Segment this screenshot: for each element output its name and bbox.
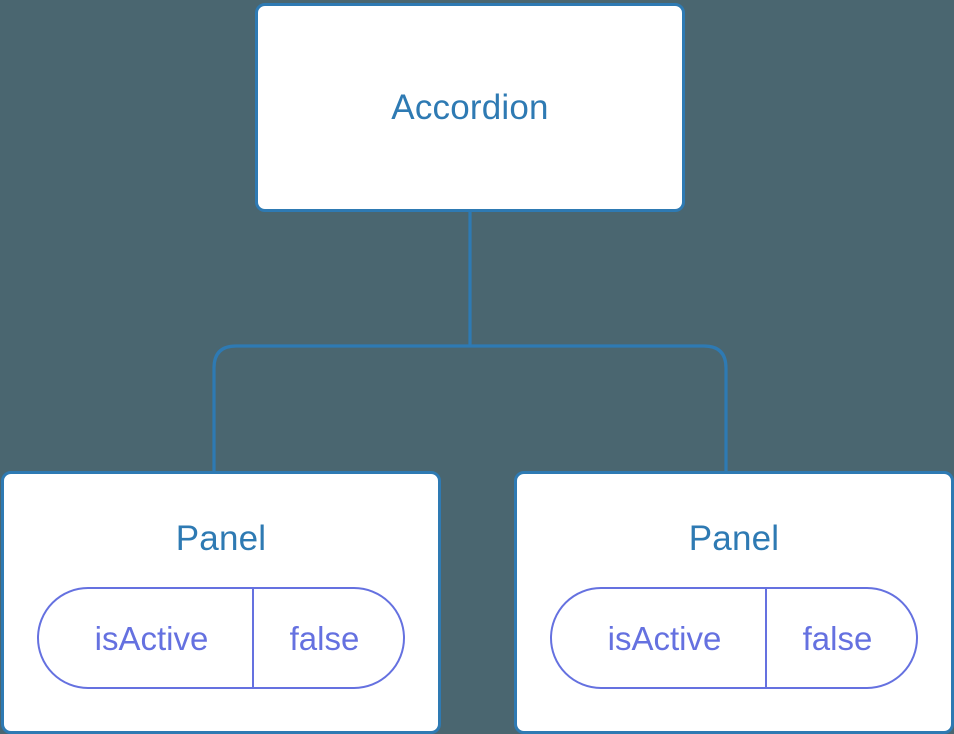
state-badge-value: false	[765, 589, 916, 687]
state-badge-key: isActive	[94, 619, 209, 657]
state-badge-panel-1[interactable]: isActive false	[37, 587, 405, 689]
connector-branch-right	[470, 344, 728, 474]
node-panel-1-label: Panel	[175, 519, 267, 558]
node-panel-2-label: Panel	[688, 519, 780, 558]
state-badge-panel-2[interactable]: isActive false	[550, 587, 918, 689]
node-panel-1[interactable]: Panel isActive false	[1, 471, 441, 734]
state-badge-value: false	[252, 589, 403, 687]
node-accordion[interactable]: Accordion	[255, 3, 685, 212]
state-badge-key: isActive	[607, 619, 722, 657]
connector-branch-left	[212, 344, 470, 474]
node-accordion-label: Accordion	[391, 88, 549, 127]
node-panel-2[interactable]: Panel isActive false	[514, 471, 954, 734]
